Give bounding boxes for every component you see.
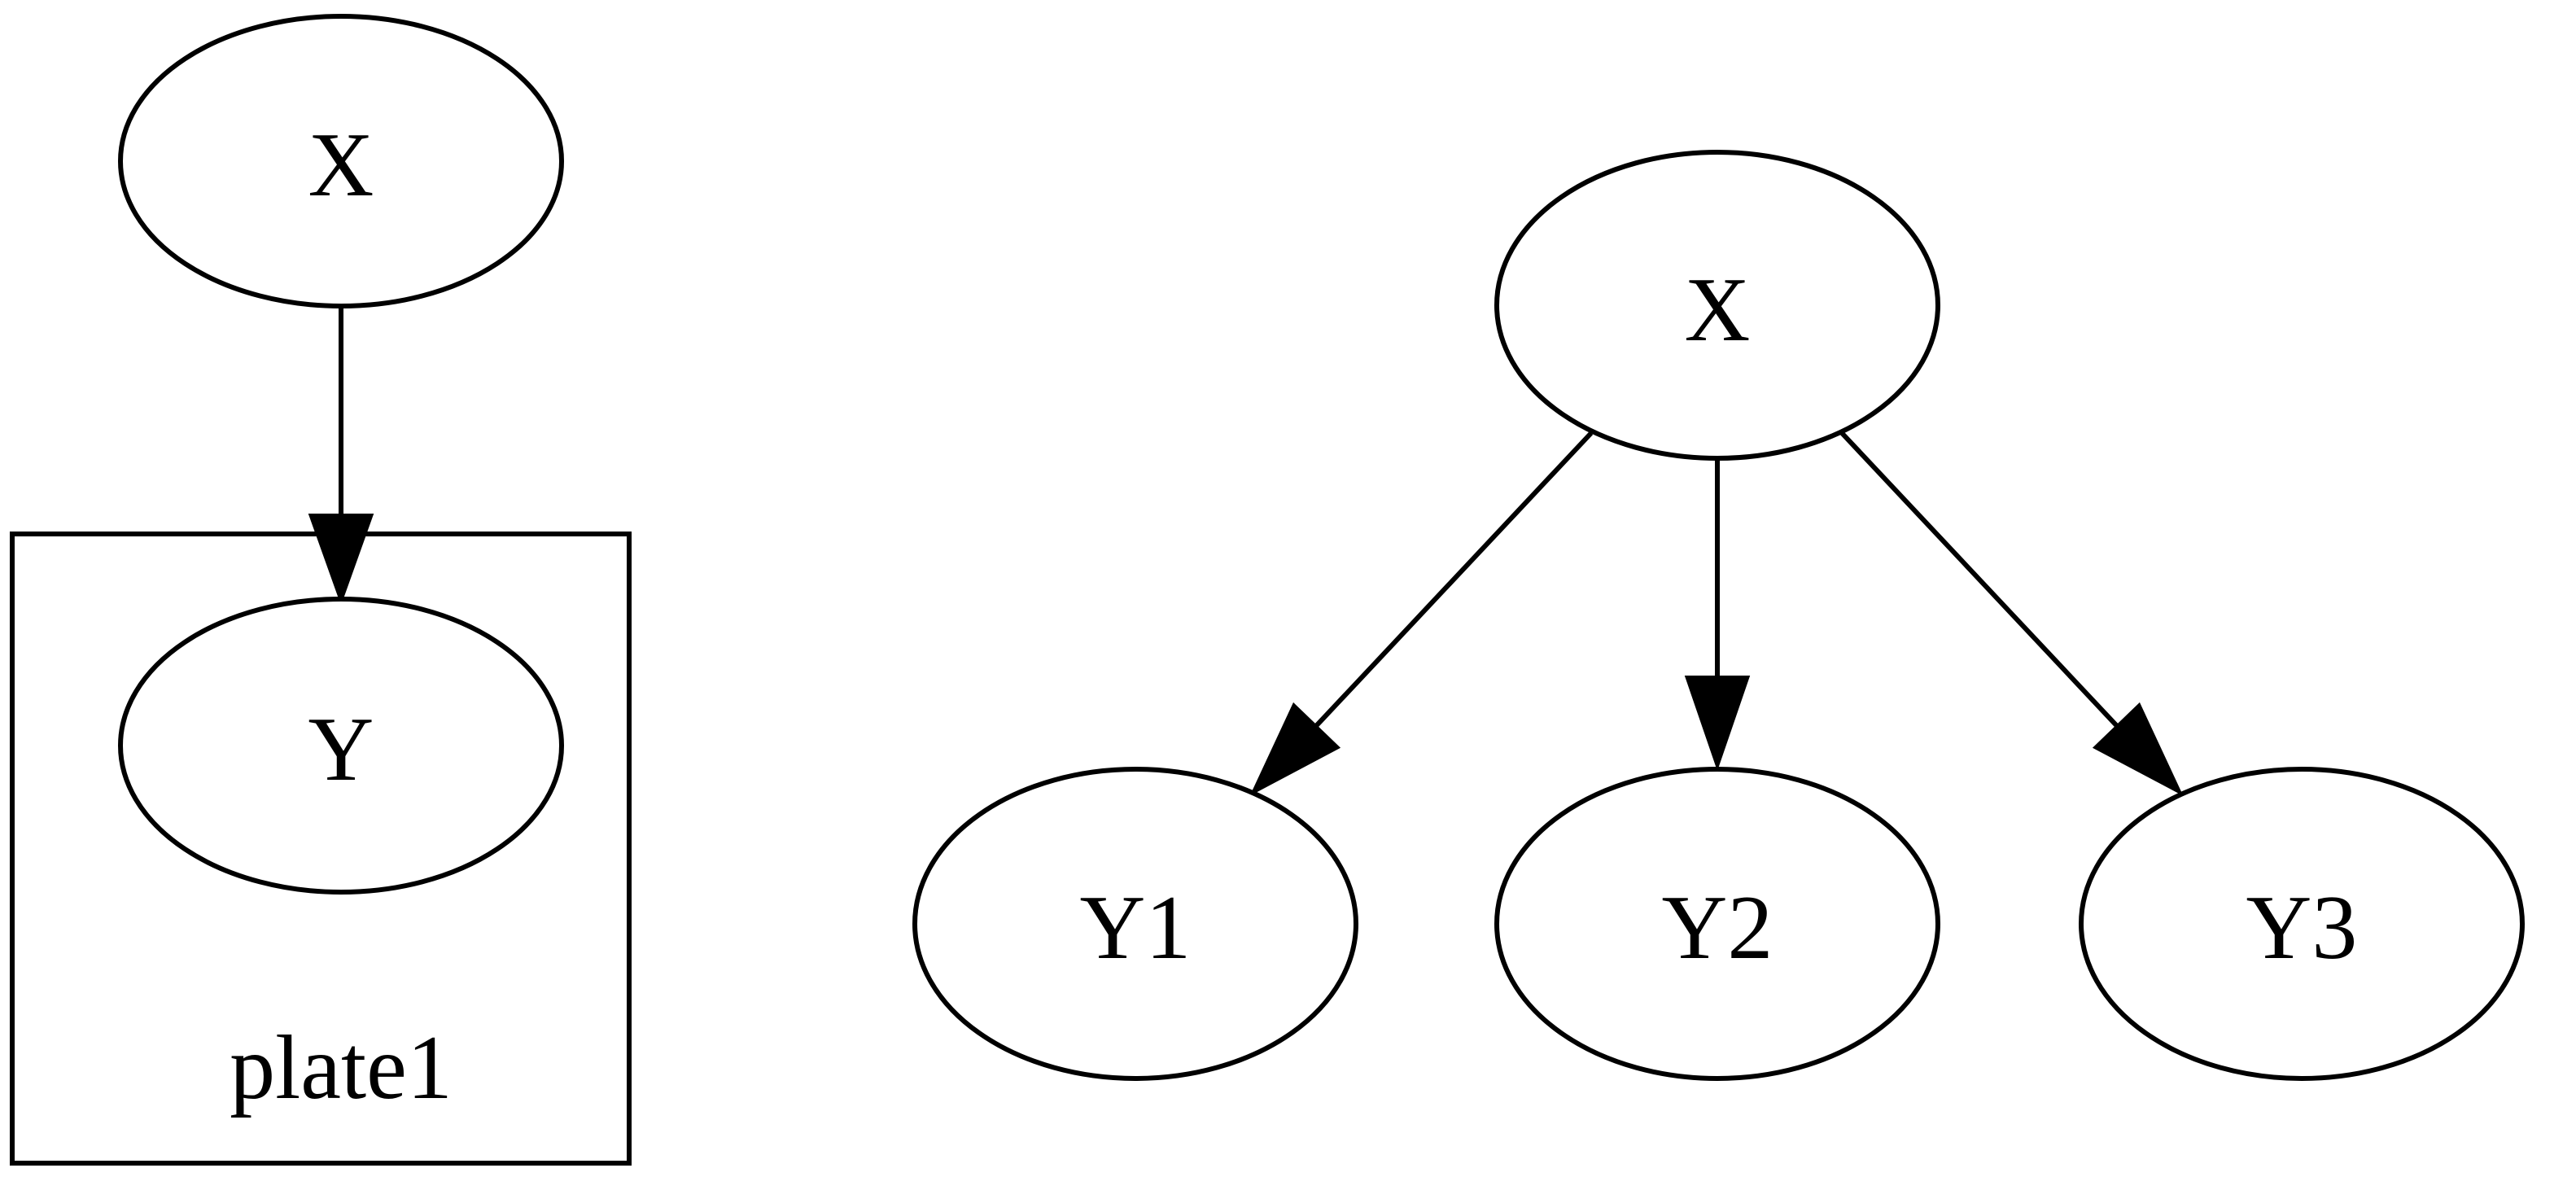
- edge-x-to-y1: [1313, 431, 1594, 729]
- edge-x-to-y3: [1839, 431, 2120, 729]
- edge-x-to-y-arrowhead: [308, 514, 374, 606]
- plate-label: plate1: [230, 1017, 453, 1118]
- node-right-y3: Y3: [2079, 767, 2525, 1081]
- node-right-y1-label: Y1: [1080, 877, 1192, 978]
- node-right-y3-label: Y3: [2246, 877, 2358, 978]
- left-graph: plate1 X Y: [10, 14, 632, 1166]
- node-right-y2-label: Y2: [1662, 877, 1773, 978]
- node-right-y2: Y2: [1494, 767, 1940, 1081]
- edge-x-to-y3-arrowhead: [2092, 702, 2184, 796]
- edge-x-to-y1-arrowhead: [1249, 702, 1341, 796]
- right-graph: X Y1 Y2 Y3: [912, 150, 2525, 1081]
- node-left-y: Y: [118, 597, 564, 895]
- node-left-x: X: [118, 14, 564, 308]
- node-right-x-label: X: [1685, 260, 1751, 361]
- node-left-y-label: Y: [308, 699, 374, 800]
- node-right-x: X: [1494, 150, 1940, 461]
- node-right-y1: Y1: [912, 767, 1358, 1081]
- node-left-x-label: X: [308, 115, 374, 216]
- edge-x-to-y2-arrowhead: [1684, 676, 1751, 772]
